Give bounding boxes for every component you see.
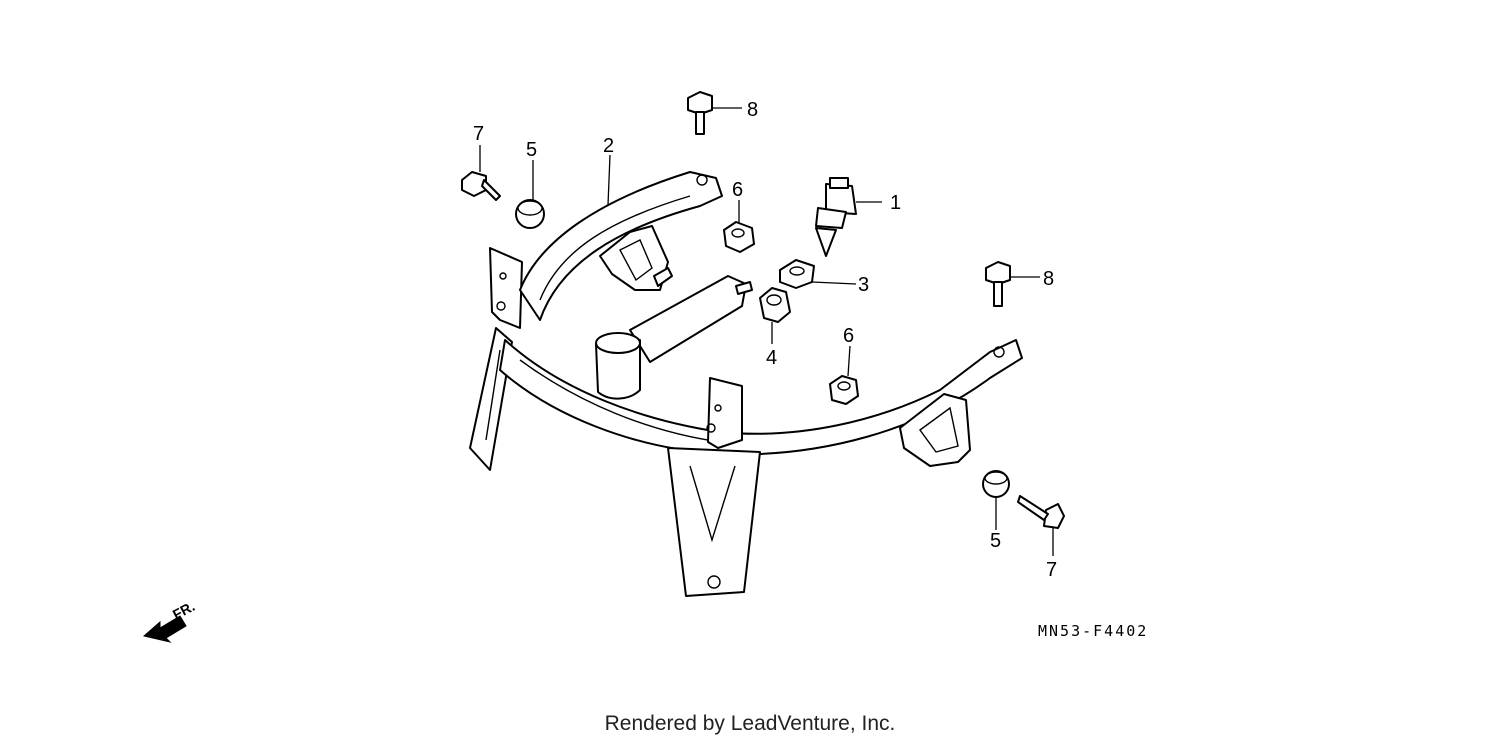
bolt-part-8-top	[687, 91, 713, 135]
callout-labels: 1 2 3 4 5 5 6 6 7 7 8 8	[473, 99, 1057, 581]
grommet-part-5-left	[515, 199, 545, 229]
front-direction-indicator: FR.	[142, 598, 197, 643]
callout-7-right: 7	[1046, 559, 1057, 581]
bolt-part-7-left	[461, 171, 501, 201]
callout-5-left: 5	[526, 139, 537, 161]
footer-credit: Rendered by LeadVenture, Inc.	[604, 712, 896, 735]
leader-lines	[479, 107, 1054, 556]
callout-6-lower: 6	[843, 325, 854, 347]
bolt-part-7-right	[1017, 495, 1065, 529]
callout-3: 3	[858, 274, 869, 296]
callout-6-upper: 6	[732, 179, 743, 201]
front-label: FR.	[170, 598, 197, 623]
bolt-part-8-right	[985, 261, 1011, 307]
callout-4: 4	[766, 347, 777, 369]
callout-8-top: 8	[747, 99, 758, 121]
callout-1: 1	[890, 192, 901, 214]
sensor-part-1	[815, 177, 857, 257]
front-arrow-icon	[142, 615, 187, 643]
grommet-part-5-right	[982, 470, 1010, 498]
callout-5-right: 5	[990, 530, 1001, 552]
figure-code: MN53-F4402	[1038, 622, 1148, 640]
callout-8-right: 8	[1043, 268, 1054, 290]
nut-part-3	[779, 259, 815, 289]
callout-7-left: 7	[473, 123, 484, 145]
nut-part-6-lower	[829, 375, 859, 405]
front-frame-assembly	[469, 171, 1023, 597]
callout-2: 2	[603, 135, 614, 157]
nut-part-6-upper	[723, 221, 755, 253]
frame-studs	[653, 267, 753, 295]
nut-part-4	[759, 287, 791, 323]
